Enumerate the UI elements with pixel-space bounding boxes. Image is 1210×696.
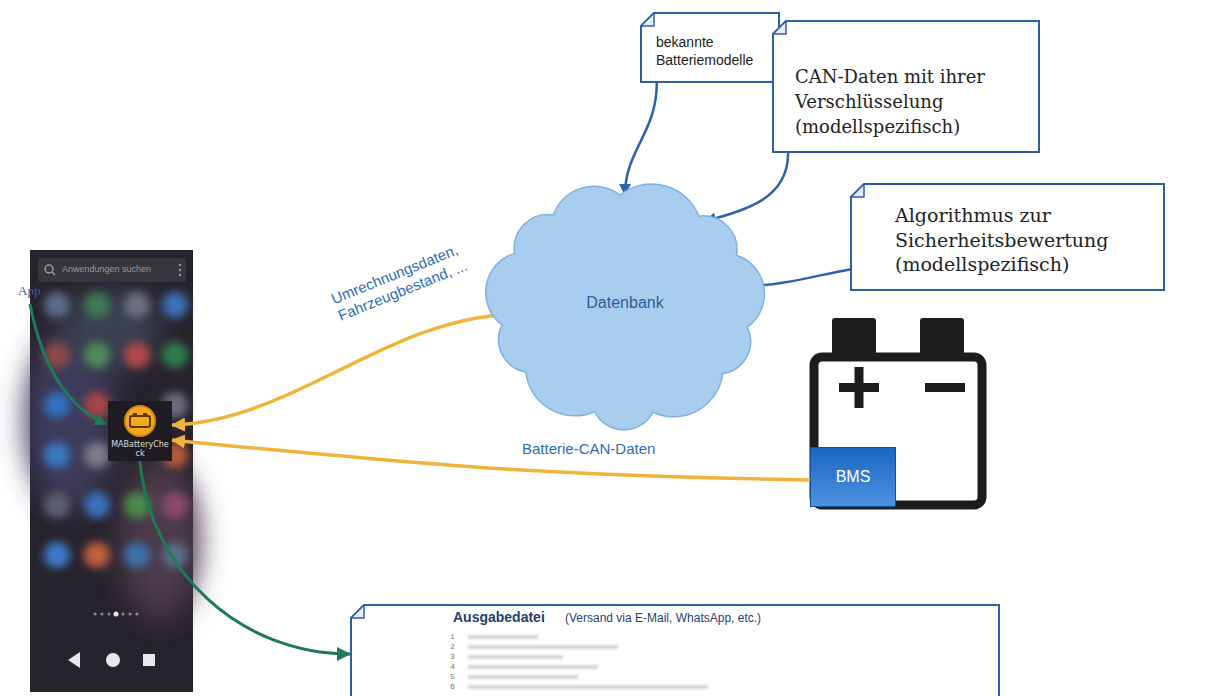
line-number: 6: [450, 682, 455, 692]
callout-border: [851, 184, 1164, 290]
callout-box: CAN-Daten mit ihrer Verschlüsselung (mod…: [772, 20, 1040, 153]
blurred-line: [468, 685, 708, 689]
edge-label: Batterie-CAN-Daten: [522, 440, 655, 457]
callout-fold: [851, 184, 864, 197]
connector: [705, 154, 788, 222]
cloud-border: [486, 184, 765, 430]
edge-label: Umrechnungsdaten, Fahrzeugbestand, ...: [329, 235, 482, 325]
leader-arrow: [30, 304, 106, 424]
line-number: 2: [450, 642, 455, 652]
pointer-label: App: [18, 283, 40, 299]
file-note: (Versand via E-Mail, WhatsApp, etc.): [565, 611, 761, 625]
connector: [140, 461, 350, 654]
node-text: CAN-Daten mit ihrer Verschlüsselung (mod…: [795, 65, 1020, 139]
line-number: 1: [450, 632, 455, 642]
search-placeholder: Anwendungen suchen: [62, 264, 151, 274]
phone-screenshot: [25, 250, 200, 692]
connector: [625, 83, 657, 195]
battery-symbol: [814, 318, 982, 505]
output-file-box: Ausgabedatei (Versand via E-Mail, WhatsAp…: [350, 604, 1000, 696]
blurred-line: [468, 635, 538, 639]
connector: [172, 440, 810, 480]
blurred-line: [468, 675, 578, 679]
icon-disc: [125, 406, 155, 436]
callout-fold: [641, 13, 654, 26]
line-number: 4: [450, 662, 455, 672]
callout-fold: [351, 605, 364, 618]
bms-box: BMS: [810, 447, 896, 507]
app-icon-image: [120, 404, 160, 438]
node-text: bekannte Batteriemodelle: [656, 34, 768, 69]
blurred-line: [468, 655, 563, 659]
icon-terminal: [133, 413, 137, 416]
node-text: BMS: [836, 468, 871, 486]
callout-border: [351, 605, 999, 696]
blurred-line: [468, 645, 618, 649]
icon-battery: [130, 416, 150, 427]
blurred-line: [468, 665, 598, 669]
connector: [172, 315, 500, 425]
node-text: Datenbank: [586, 294, 663, 312]
callout-fold: [773, 21, 786, 34]
icon-terminal: [143, 413, 147, 416]
line-number: 3: [450, 652, 455, 662]
callout-border: [773, 21, 1039, 152]
callout-box: bekannte Batteriemodelle: [640, 12, 780, 83]
node-text: Algorithmus zur Sicherheitsbewertung (mo…: [895, 203, 1145, 277]
callout-border: [641, 13, 779, 82]
callout-box: Algorithmus zur Sicherheitsbewertung (mo…: [850, 183, 1165, 291]
line-number: 5: [450, 672, 455, 682]
node-text: MABatteryCheck: [111, 440, 169, 458]
file-heading: Ausgabedatei: [453, 609, 545, 625]
database-cloud: Datenbank: [480, 165, 770, 440]
app-icon: MABatteryCheck: [108, 401, 172, 461]
